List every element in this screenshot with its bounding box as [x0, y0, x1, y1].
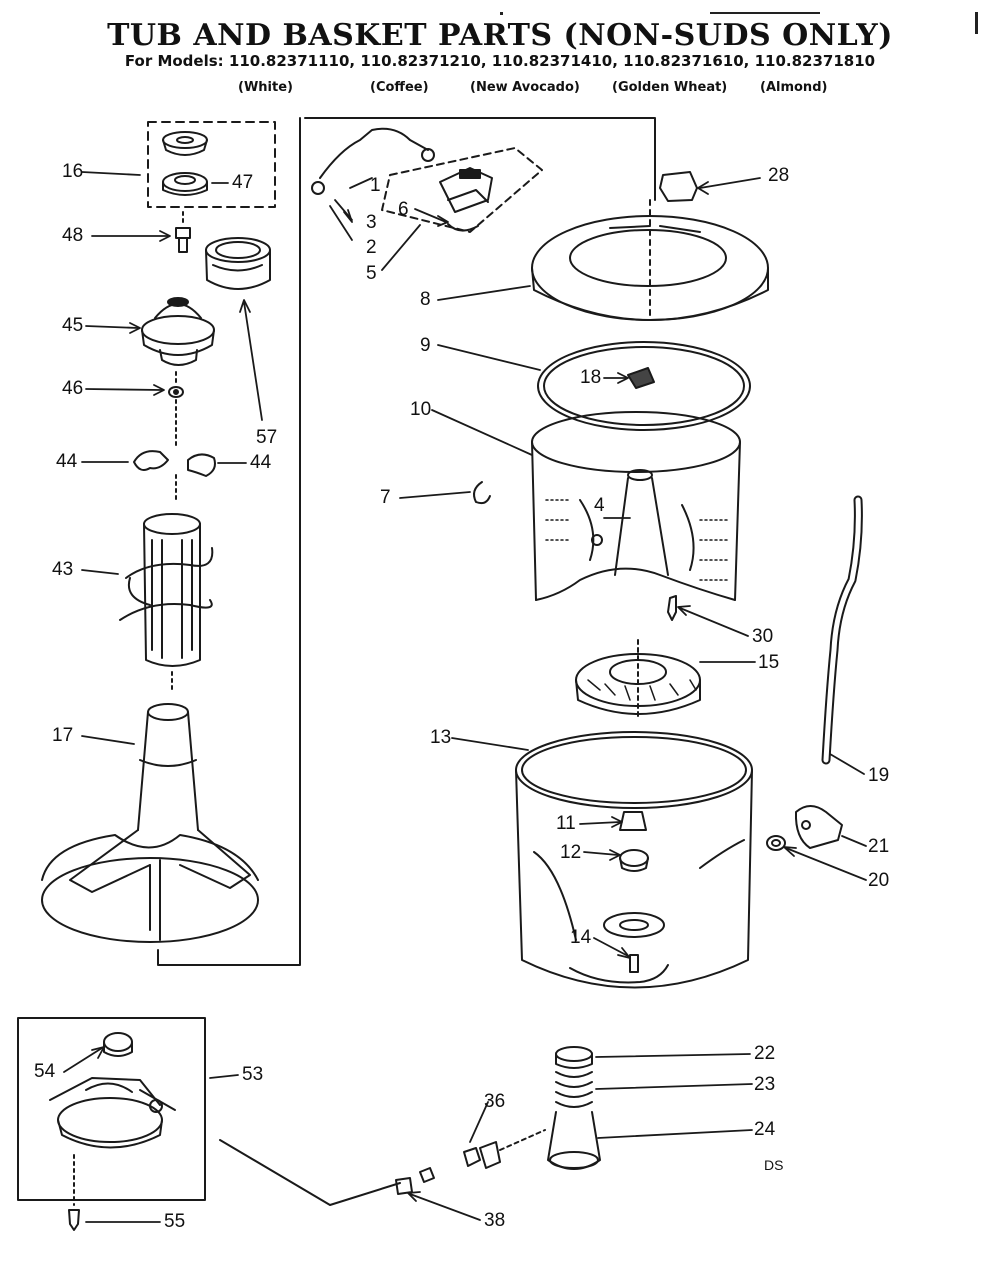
- part-8-tub-ring: [531, 199, 769, 321]
- scan-mark: [500, 12, 503, 15]
- callout-20: 20: [868, 870, 890, 891]
- callout-7: 7: [380, 487, 391, 508]
- callout-15: 15: [758, 652, 780, 673]
- callout-3: 3: [366, 212, 377, 233]
- callout-18: 18: [580, 367, 602, 388]
- part-43-auger: [119, 513, 214, 693]
- callout-12: 12: [560, 842, 582, 863]
- callout-55: 55: [164, 1211, 186, 1232]
- part-54-pump-cap: [103, 1032, 133, 1057]
- callout-43: 43: [52, 559, 74, 580]
- part-15-drive-hub: [575, 639, 701, 721]
- part-28-cover: [659, 171, 698, 202]
- part-47-nut: [162, 172, 208, 196]
- part-53-pump-assembly: [49, 1077, 176, 1149]
- callout-45: 45: [62, 315, 84, 336]
- callout-53: 53: [242, 1064, 264, 1085]
- part-20-gasket: [766, 835, 786, 851]
- callout-16: 16: [62, 161, 84, 182]
- callout-46: 46: [62, 378, 84, 399]
- part-13-outer-tub: [515, 731, 753, 989]
- part-48-bolt: [175, 211, 191, 253]
- callout-2: 2: [366, 237, 377, 258]
- color-label-almond: (Almond): [760, 80, 828, 95]
- leader-lines: [63, 171, 867, 1223]
- callout-44-right: 44: [250, 452, 272, 473]
- pump-hose-connector-line: [219, 1139, 401, 1206]
- part-18-hub-nut: [627, 367, 655, 389]
- callout-28: 28: [768, 165, 790, 186]
- part-22-spring-cap: [555, 1046, 593, 1069]
- box-53-54-55: [17, 1017, 206, 1201]
- callout-6: 6: [398, 199, 409, 220]
- callout-17: 17: [52, 725, 74, 746]
- part-12-seal: [619, 849, 649, 872]
- callout-13: 13: [430, 727, 452, 748]
- part-44-agitator-dogs: [133, 450, 216, 501]
- callout-54: 54: [34, 1061, 56, 1082]
- color-label-new-avocado: (New Avocado): [470, 80, 580, 95]
- color-label-coffee: (Coffee): [370, 80, 429, 95]
- part-57-fabric-softener-cup: [205, 237, 271, 290]
- part-46-small-nut: [168, 371, 184, 446]
- callout-14: 14: [570, 927, 592, 948]
- part-14-bolt: [629, 954, 639, 973]
- color-label-white: (White): [238, 80, 293, 95]
- callout-8: 8: [420, 289, 431, 310]
- callout-30: 30: [752, 626, 774, 647]
- callout-4: 4: [594, 495, 605, 516]
- callout-9: 9: [420, 335, 431, 356]
- models-line: For Models: 110.82371110, 110.82371210, …: [124, 52, 876, 70]
- part-16-top-cap: [162, 131, 208, 156]
- part-10-spin-basket: [531, 411, 741, 601]
- footer-code: DS: [764, 1157, 784, 1173]
- scan-rule: [710, 12, 820, 14]
- callout-47: 47: [232, 172, 254, 193]
- part-23-spring: [555, 1071, 593, 1108]
- part-36-hose-clamp: [463, 1147, 481, 1167]
- callout-24: 24: [754, 1119, 776, 1140]
- part-9-ring-gasket: [537, 341, 751, 431]
- callout-38: 38: [484, 1210, 506, 1231]
- part-21-valve: [794, 805, 843, 849]
- part-30-screw: [667, 595, 677, 621]
- callout-44-left: 44: [56, 451, 78, 472]
- callout-10: 10: [410, 399, 432, 420]
- part-11-bearing: [619, 811, 647, 831]
- page-title: TUB AND BASKET PARTS (NON-SUDS ONLY): [107, 18, 893, 53]
- callout-19: 19: [868, 765, 890, 786]
- part-19-hose: [821, 495, 863, 765]
- callout-21: 21: [868, 836, 890, 857]
- callout-48: 48: [62, 225, 84, 246]
- part-24-pump-seal: [547, 1111, 601, 1170]
- callout-36: 36: [484, 1091, 506, 1112]
- part-17-agitator: [41, 703, 259, 943]
- color-label-golden-wheat: (Golden Wheat): [612, 80, 728, 95]
- dashed-box-16-47: [147, 121, 276, 208]
- assembly-bracket-line: [157, 117, 656, 966]
- part-7-clip: [473, 481, 491, 505]
- callout-22: 22: [754, 1043, 776, 1064]
- part-45-agitator-cap: [141, 297, 215, 366]
- callout-11: 11: [556, 813, 576, 834]
- callout-1: 1: [370, 175, 381, 196]
- scan-tick: [975, 12, 988, 34]
- callout-5: 5: [366, 263, 377, 284]
- part-55-screw: [68, 1154, 80, 1231]
- callout-57: 57: [256, 427, 278, 448]
- callout-23: 23: [754, 1074, 776, 1095]
- parts-1-6-lid-switch-assembly: [311, 127, 543, 233]
